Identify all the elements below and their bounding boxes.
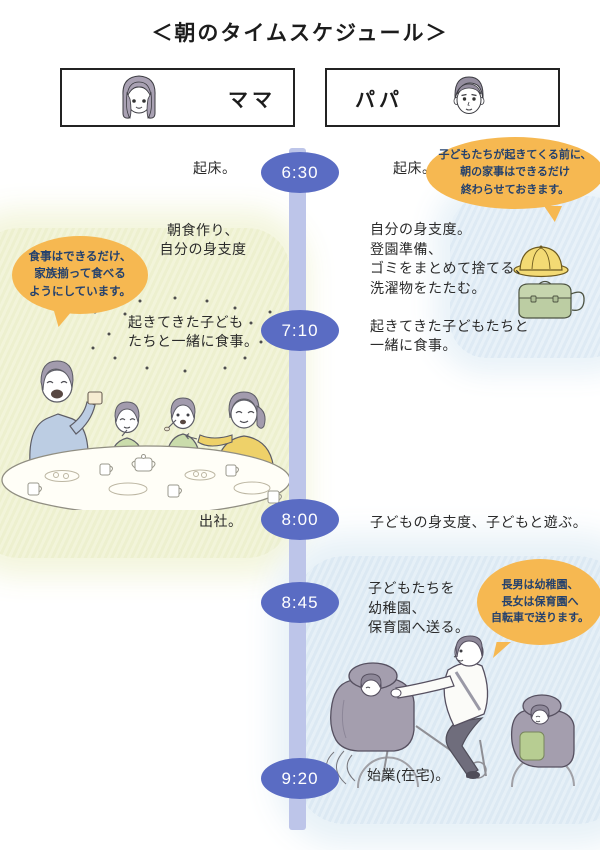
page-title: ＜朝のタイムスケジュール＞ bbox=[151, 22, 449, 45]
papa-chores-speech-bubble-text: 子どもたちが起きてくる前に、 朝の家事はできるだけ 終わらせておきます。 bbox=[438, 149, 592, 196]
time-badge-710: 7:10 bbox=[261, 310, 339, 351]
family-breakfast-illustration bbox=[1, 360, 291, 510]
plates bbox=[44, 469, 271, 496]
time-badge-920: 9:20 bbox=[261, 758, 339, 799]
breakfast-table bbox=[1, 445, 291, 510]
kindergarten-hat-icon bbox=[513, 245, 569, 278]
front-child-seat bbox=[330, 662, 415, 752]
mama-header-box: ママ bbox=[60, 68, 295, 127]
papa-breakfast-with-kids-text: 起きてきた子どもたちと 一緒に食事。 bbox=[370, 318, 530, 354]
papa-column-background-top bbox=[450, 196, 600, 358]
mama-speech-bubble: 食事はできるだけ、 家族揃って食べる ようにしています。 bbox=[12, 236, 148, 327]
mama-breakfast-with-kids-text: 起きてきた子ども たちと一緒に食事。 bbox=[128, 314, 259, 350]
mama-header-label: ママ bbox=[228, 89, 276, 111]
time-badge-800: 8:00 bbox=[261, 499, 339, 540]
papa-dropoff-speech-bubble: 長男は幼稚園、 長女は保育園へ 自転車で送ります。 bbox=[477, 559, 600, 658]
papa-drop-off-text: 子どもたちを 幼稚園、 保育園へ送る。 bbox=[368, 580, 470, 636]
timeline-bar bbox=[289, 148, 306, 830]
time-badge-630: 6:30 bbox=[261, 152, 339, 193]
mama-speech-bubble-text: 食事はできるだけ、 家族揃って食べる ようにしています。 bbox=[28, 251, 132, 298]
father-cyclist bbox=[390, 635, 489, 779]
papa-start-work-text: 始業(在宅)。 bbox=[367, 767, 450, 783]
mama-leave-for-work-text: 出社。 bbox=[199, 513, 243, 529]
papa-header-box: パパ bbox=[325, 68, 560, 127]
papa-morning-tasks-text: 自分の身支度。 登園準備、 ゴミをまとめて捨てる、 洗濯物をたたむ。 bbox=[370, 221, 530, 296]
father-bicycle-dropoff-illustration bbox=[326, 635, 575, 789]
papa-dropoff-speech-bubble-text: 長男は幼稚園、 長女は保育園へ 自転車で送ります。 bbox=[491, 579, 589, 625]
rear-child-seat bbox=[510, 694, 575, 768]
papa-header-label: パパ bbox=[355, 89, 403, 111]
mama-wake-up-text: 起床。 bbox=[193, 160, 237, 176]
front-wheel bbox=[356, 756, 419, 789]
time-badge-845: 8:45 bbox=[261, 582, 339, 623]
cups bbox=[27, 454, 282, 504]
mama-avatar-icon bbox=[122, 75, 156, 119]
papa-wake-up-text: 起床。 bbox=[393, 160, 437, 176]
papa-chores-speech-bubble: 子どもたちが起きてくる前に、 朝の家事はできるだけ 終わらせておきます。 bbox=[426, 137, 600, 222]
papa-avatar-icon bbox=[453, 76, 485, 114]
father-figure bbox=[29, 360, 103, 465]
mama-breakfast-prep-text: 朝食作り、 自分の身支度 bbox=[159, 222, 247, 258]
kindergarten-bag-icon bbox=[518, 280, 585, 319]
papa-childcare-text: 子どもの身支度、子どもと遊ぶ。 bbox=[370, 514, 588, 530]
